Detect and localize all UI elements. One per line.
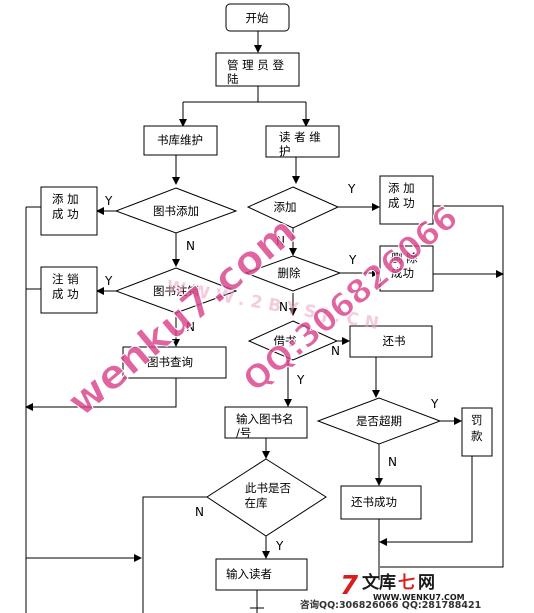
label-inlib-yes: Y <box>275 539 284 553</box>
label-bookadd-yes: Y <box>104 194 113 208</box>
node-input-reader-label: 输入读者 <box>226 567 272 581</box>
edge-left-rail <box>25 206 41 613</box>
edge-fine-back <box>379 456 473 546</box>
node-in-library-q-line2: 在库 <box>245 496 268 510</box>
brand-name-b: 七 <box>398 573 415 593</box>
label-bookadd-no: N <box>186 239 195 253</box>
brand-contact: 咨询QQ:306826066 QQ:281788421 <box>300 599 481 611</box>
label-overdue-no: N <box>388 455 397 469</box>
label-delete-no: N <box>279 300 288 314</box>
node-add-ok-left-line1: 添 加 <box>52 192 79 206</box>
node-fine-line2: 款 <box>471 429 483 443</box>
node-book-add-q: 图书添加 <box>114 187 238 234</box>
node-input-book-line1: 输入图书名 <box>236 412 294 426</box>
brand-url: WWW.WENKU7.COM <box>373 593 465 602</box>
node-delete-q: 删除 <box>244 255 342 292</box>
node-return-ok-label: 还书成功 <box>351 495 397 509</box>
node-add-q: 添加 <box>246 186 340 229</box>
node-input-book-line2: /号 <box>236 426 251 440</box>
node-library-maintain: 书库维护 <box>143 125 218 156</box>
node-add-ok-right: 添 加 成 功 <box>379 175 434 225</box>
node-admin-login-line1: 管 理 员 登 <box>227 58 284 72</box>
node-fine-line1: 罚 <box>471 413 483 427</box>
edge-inputreader-down <box>250 590 264 613</box>
brand-name-a: 文库 <box>362 572 396 593</box>
node-reader-maintain-line2: 护 <box>279 144 291 158</box>
label-add-yes: Y <box>347 182 356 196</box>
node-add-ok-left: 添 加 成 功 <box>40 186 98 236</box>
node-borrow-q: 借书 <box>247 320 339 361</box>
label-add-no: N <box>276 234 285 248</box>
label-inlib-no: N <box>195 505 204 519</box>
node-cancel-ok-line2: 成 功 <box>52 287 79 301</box>
edge-query-back <box>25 378 177 411</box>
brand-footer: 7 文库 七 网 WWW.WENKU7.COM 咨询QQ:306826066 Q… <box>300 571 481 611</box>
node-reader-maintain: 读 者 维 护 <box>265 125 340 158</box>
node-book-add-q-label: 图书添加 <box>153 204 199 218</box>
node-book-query: 图书查询 <box>122 346 227 379</box>
edge-login-split <box>182 86 307 125</box>
node-borrow-q-label: 借书 <box>274 334 297 348</box>
node-in-library-q-line1: 此书是否 <box>245 481 291 495</box>
label-borrow-yes: Y <box>296 373 305 387</box>
node-add-ok-right-line1: 添 加 <box>388 181 415 195</box>
node-start-label: 开始 <box>246 11 269 25</box>
node-library-maintain-label: 书库维护 <box>157 133 203 147</box>
node-input-reader: 输入读者 <box>215 558 308 591</box>
node-delete-q-label: 删除 <box>278 266 301 280</box>
node-add-ok-left-line2: 成 功 <box>52 207 79 221</box>
label-delete-yes: Y <box>348 253 357 267</box>
node-cancel-ok: 注 销 成 功 <box>40 266 98 314</box>
edge-inlib-no <box>142 496 207 613</box>
edges <box>25 31 503 613</box>
node-overdue-q: 是否超期 <box>316 397 442 445</box>
watermark-main: wenku7.com <box>59 208 306 425</box>
brand-logo-num: 7 <box>340 571 359 601</box>
node-return-book: 还书 <box>349 325 433 358</box>
node-return-ok: 还书成功 <box>340 485 422 520</box>
node-reader-maintain-line1: 读 者 维 <box>279 130 321 144</box>
node-delete-ok-line1: 删 除 <box>391 251 418 265</box>
node-start: 开始 <box>225 3 290 32</box>
branch-labels: Y N Y N Y N Y N N Y Y N N Y <box>104 182 439 553</box>
node-admin-login-line2: 陆 <box>227 72 239 86</box>
edge-right-rail <box>380 205 503 568</box>
node-delete-ok-line2: 成功 <box>391 266 414 280</box>
label-cancel-no: N <box>186 320 195 334</box>
node-book-query-label: 图书查询 <box>147 355 193 369</box>
watermark: WWW.2BYSJ.CN wenku7.com QQ:306826066 <box>58 198 465 427</box>
node-delete-ok: 删 除 成功 <box>379 245 434 292</box>
node-admin-login: 管 理 员 登 陆 <box>215 52 300 87</box>
node-book-cancel-q: 图书注销 <box>114 267 238 314</box>
node-input-book: 输入图书名 /号 <box>224 406 308 440</box>
node-in-library-q: 此书是否 在库 <box>206 458 327 537</box>
node-overdue-q-label: 是否超期 <box>356 414 402 428</box>
node-add-ok-right-line2: 成 功 <box>388 196 415 210</box>
node-book-cancel-q-label: 图书注销 <box>153 284 199 298</box>
label-borrow-no: N <box>331 344 340 358</box>
node-add-q-label: 添加 <box>274 200 297 214</box>
node-cancel-ok-line1: 注 销 <box>52 272 79 286</box>
label-overdue-yes: Y <box>430 397 439 411</box>
brand-name-c: 网 <box>418 573 435 593</box>
node-fine: 罚 款 <box>461 407 493 457</box>
label-cancel-yes: Y <box>104 274 113 288</box>
node-return-book-label: 还书 <box>383 334 406 348</box>
